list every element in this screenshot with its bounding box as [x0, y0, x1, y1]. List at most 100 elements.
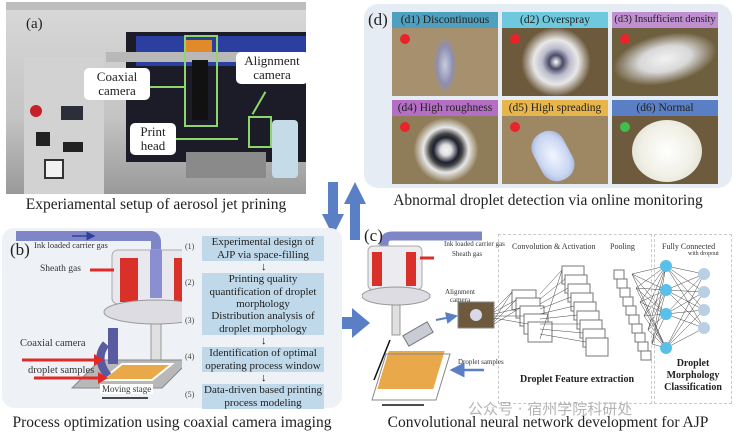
step-number: (2) — [185, 278, 195, 287]
connection-line — [665, 273, 705, 349]
connection-line — [493, 299, 517, 313]
right-arrow-shape — [326, 308, 370, 338]
process-optimization-panel: (b) Ink loaded carrier gas Sheath gas Co… — [2, 228, 342, 409]
panel-a-caption: Experiamental setup of aerosol jet prini… — [25, 196, 287, 213]
status-dot-abnormal — [510, 122, 520, 132]
label-moving-stage: Moving stage — [100, 384, 154, 394]
step-number: (1) — [185, 242, 195, 251]
status-dot-abnormal — [400, 122, 410, 132]
droplet-cell-d6: (d6) Normal — [612, 100, 718, 184]
cnn-diagram — [362, 231, 710, 406]
carrier-gas-channel — [150, 250, 162, 298]
stage-y-arrow — [373, 339, 391, 381]
carrier-gas-pipe — [16, 231, 161, 290]
nozzle-tip — [391, 304, 401, 336]
droplet-image — [392, 116, 498, 184]
step-arrow: ↓ — [261, 335, 267, 347]
label-droplet-samples: Droplet samples — [458, 358, 504, 366]
output-neuron — [698, 322, 710, 334]
setup-photo: Coaxial camera Alignment camera Print he… — [6, 2, 306, 194]
droplet-image — [502, 116, 608, 184]
label-sheath-gas: Sheath gas — [40, 264, 81, 274]
connection-line — [643, 315, 667, 349]
fully-connected-layer — [631, 260, 710, 354]
alignment-camera-highlight — [248, 116, 272, 148]
controller-display — [61, 106, 83, 120]
droplet-high-roughness — [414, 118, 478, 182]
connection-line — [493, 291, 513, 311]
stage — [186, 152, 266, 178]
hidden-neuron — [660, 308, 672, 320]
connection-line — [539, 269, 563, 295]
feature-extraction-box — [498, 234, 652, 404]
connection-line — [631, 273, 667, 349]
label-ink-gas: Ink loaded carrier gas — [444, 240, 505, 248]
hidden-neuron — [660, 342, 672, 354]
output-neuron — [698, 304, 710, 316]
connection-line — [665, 265, 705, 293]
heater-coil — [186, 40, 212, 52]
connection-line — [665, 309, 705, 315]
output-neuron — [698, 286, 710, 298]
coaxial-camera-highlight — [184, 35, 218, 127]
droplet-discontinuous — [434, 38, 456, 92]
connection-line — [665, 265, 705, 275]
droplet-label: (d6) Normal — [612, 100, 718, 116]
camera-mount — [108, 328, 118, 364]
label-classification: Droplet Morphology Classification — [664, 358, 722, 393]
step-box: Printing quality quantification of dropl… — [202, 273, 324, 311]
connection-line — [539, 296, 572, 310]
label-with-dropout: with dropout — [688, 251, 719, 257]
label-alignment-camera: Alignment camera — [236, 52, 306, 84]
carrier-gas-pipe — [379, 231, 482, 266]
sheath-chamber-left — [372, 252, 382, 286]
step-box: Distribution analysis of droplet morphol… — [202, 310, 324, 335]
feature-map — [585, 337, 609, 357]
connection-line — [665, 289, 705, 329]
droplet-high-spreading — [525, 125, 581, 184]
hidden-neuron — [660, 260, 672, 272]
status-dot-abnormal — [510, 34, 520, 44]
connection-line — [539, 333, 587, 343]
label-alignment-camera: Alignment camera — [445, 288, 475, 304]
watermark: 公众号 · 宿州学院科研处 — [468, 400, 633, 418]
coaxial-camera-pointer — [142, 86, 184, 88]
label-fully-connected: Fully Connected — [662, 242, 716, 251]
connection-line — [665, 309, 705, 349]
connection-line — [493, 299, 517, 323]
connection-line — [665, 273, 705, 291]
connection-line — [539, 328, 584, 334]
step-box: Identification of optimal operating proc… — [202, 347, 324, 372]
connection-line — [539, 269, 563, 340]
status-dot-normal — [620, 122, 630, 132]
connection-line — [665, 291, 705, 349]
nozzle-base — [362, 286, 431, 306]
connection-line — [665, 313, 705, 329]
connection-line — [539, 305, 575, 315]
label-coaxial-camera: Coaxial camera — [20, 338, 86, 349]
coaxial-camera-body — [192, 60, 208, 120]
step-box: Experimental design of AJP via space-fil… — [202, 236, 324, 261]
connection-line — [665, 289, 705, 311]
droplet-label: (d2) Overspray — [502, 12, 608, 28]
frame-top — [6, 2, 306, 10]
label-ink-gas: Ink loaded carrier gas — [34, 240, 108, 250]
gauge — [44, 159, 64, 179]
step-number: (5) — [185, 390, 195, 399]
up-arrow — [344, 182, 366, 240]
connection-line — [665, 265, 705, 311]
output-neuron — [698, 268, 710, 280]
substrate — [374, 349, 448, 391]
label-coaxial-camera: Coaxial camera — [84, 68, 150, 100]
label-print-head: Print head — [130, 123, 176, 155]
droplet-cell-d1: (d1) Discontinuous — [392, 12, 498, 96]
connection-line — [539, 278, 566, 300]
label-conv-activation: Convolution & Activation — [512, 242, 596, 251]
switch — [36, 132, 50, 146]
step-arrow: ↓ — [261, 372, 267, 384]
panel-b-letter: (b) — [10, 240, 30, 259]
connection-line — [665, 273, 705, 315]
connection-line — [665, 265, 705, 329]
droplet-image — [612, 28, 718, 96]
panel-c-caption: Convolutional neural network development… — [387, 414, 709, 431]
